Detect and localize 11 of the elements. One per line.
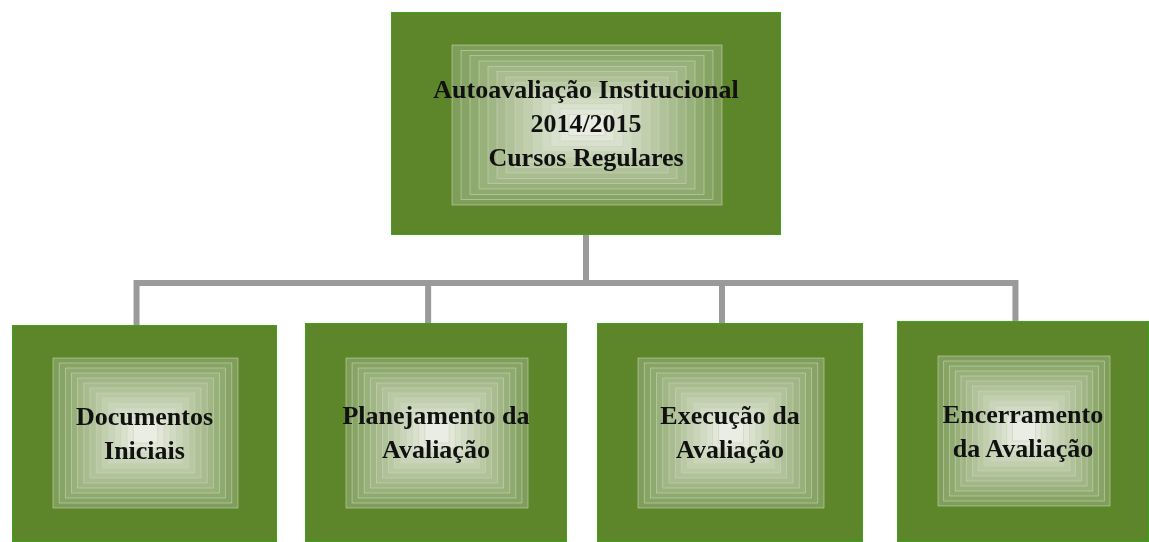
process-box <box>597 323 863 542</box>
process-box <box>12 325 277 542</box>
box-label: Encerramento da Avaliação <box>941 398 1105 465</box>
process-box <box>305 323 567 542</box>
title-text: Cursos Regulares <box>488 141 684 174</box>
connector-line <box>583 235 1019 321</box>
title-text: 2014/2015 <box>530 107 642 140</box>
process-box <box>897 321 1149 542</box>
title-box <box>391 12 781 235</box>
box-label: Documentos Iniciais <box>74 400 215 467</box>
box-label: Execução da Avaliação <box>659 399 801 466</box>
